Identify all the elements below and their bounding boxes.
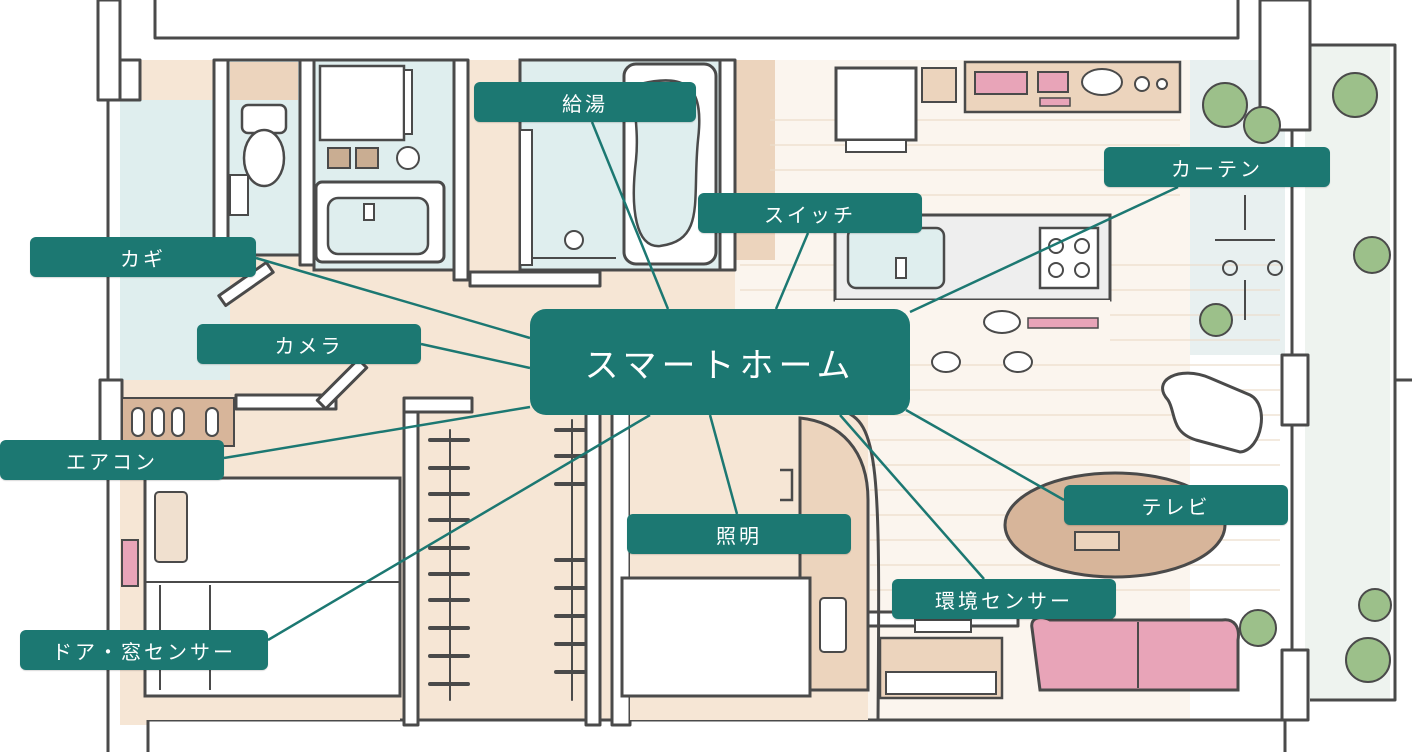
connector-lines — [223, 121, 1179, 642]
bedroom-middle — [620, 408, 881, 721]
plants — [1199, 72, 1392, 683]
label-switch: スイッチ — [698, 193, 922, 233]
hub-text: スマートホーム — [584, 345, 856, 386]
label-camera: カメラ — [197, 324, 421, 364]
connector-environment-sensor — [839, 414, 985, 580]
connector-door-window-sensor — [267, 413, 651, 642]
connector-air-conditioner — [223, 405, 531, 460]
connector-switch — [774, 232, 810, 310]
smart-home-hub-label: スマートホーム — [530, 309, 910, 415]
label-environment-sensor: 環境センサー — [892, 579, 1116, 619]
label-lock: カギ — [30, 237, 256, 277]
connector-lock — [255, 256, 531, 340]
connector-lighting — [708, 414, 739, 515]
label-lighting: 照明 — [627, 514, 851, 554]
label-hot-water: 給湯 — [474, 82, 696, 122]
walls — [96, 0, 1412, 752]
balcony-furniture — [1215, 195, 1283, 320]
walk-in-closet — [428, 419, 586, 701]
label-curtain: カーテン — [1104, 147, 1330, 187]
connector-camera — [420, 342, 531, 370]
connector-curtain — [909, 185, 1179, 314]
connector-tv — [905, 408, 1065, 502]
label-air-conditioner: エアコン — [0, 440, 224, 480]
entrance — [121, 397, 235, 447]
connector-hot-water — [590, 121, 670, 310]
label-door-window-sensor: ドア・窓センサー — [20, 630, 268, 670]
label-tv: テレビ — [1064, 485, 1288, 525]
living-room — [878, 371, 1263, 700]
bedroom-left — [120, 476, 402, 720]
